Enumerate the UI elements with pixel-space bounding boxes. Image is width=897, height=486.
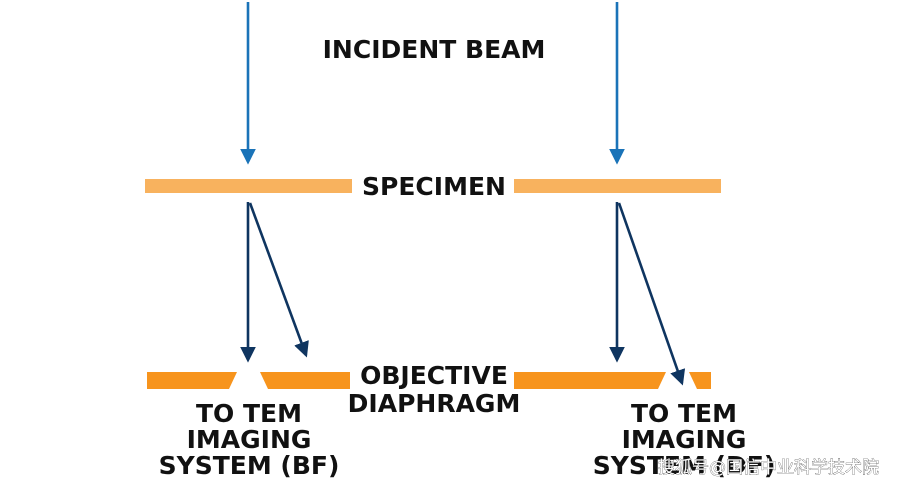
right-output-label-line1: TO TEM: [631, 399, 737, 428]
right-setup-dark-field: [514, 2, 721, 389]
left-scattered-beam-arrow: [248, 202, 309, 358]
left-diaphragm-right-part: [260, 372, 350, 389]
objective-diaphragm-label-line2: DIAPHRAGM: [348, 389, 521, 418]
left-diaphragm-left-part: [147, 372, 237, 389]
left-output-label-line2: IMAGING: [187, 425, 312, 454]
left-setup-bright-field: [145, 2, 352, 389]
objective-diaphragm-label-line1: OBJECTIVE: [360, 361, 508, 390]
right-diaphragm-left-part: [514, 372, 666, 389]
left-output-label-line3: SYSTEM (BF): [159, 451, 340, 480]
right-specimen: [514, 179, 721, 193]
watermark-text: 搜狐号@国信中业科学技术院: [658, 458, 879, 478]
right-diaphragm-right-part: [689, 372, 711, 389]
right-scattered-beam-arrow: [617, 202, 686, 386]
right-output-label-line3: SYSTEM (DF): [593, 451, 776, 480]
specimen-label: SPECIMEN: [362, 172, 506, 201]
incident-beam-label: INCIDENT BEAM: [323, 35, 546, 64]
left-specimen: [145, 179, 352, 193]
left-output-label-line1: TO TEM: [196, 399, 302, 428]
right-output-label-line2: IMAGING: [622, 425, 747, 454]
